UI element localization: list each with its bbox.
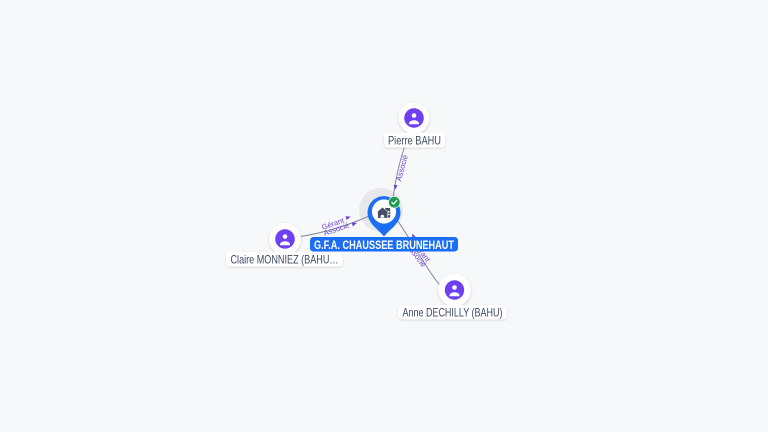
svg-text:G.F.A. CHAUSSEE BRUNEHAUT: G.F.A. CHAUSSEE BRUNEHAUT (314, 238, 455, 252)
svg-text:Associé: Associé (394, 154, 410, 182)
svg-text:Anne DECHILLY (BAHU): Anne DECHILLY (BAHU) (403, 306, 503, 320)
svg-text:Claire MONNIEZ (BAHU…: Claire MONNIEZ (BAHU… (231, 253, 339, 267)
svg-text:Pierre BAHU: Pierre BAHU (388, 133, 441, 147)
